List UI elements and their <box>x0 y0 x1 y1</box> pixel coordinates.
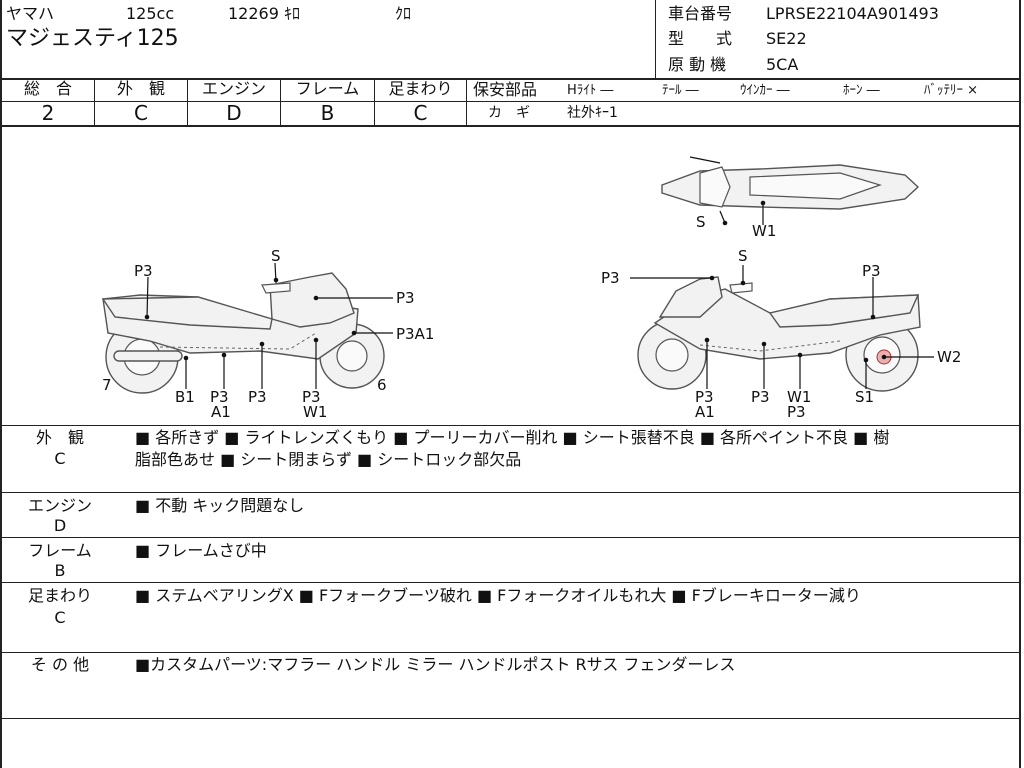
maker: ヤマハ <box>6 4 55 23</box>
remark-exterior-line2: 脂部色あせ ■ シート閉まらず ■ シートロック部欠品 <box>135 450 522 469</box>
remark-exterior-grade: C <box>54 449 66 468</box>
type-label: 型 式 <box>668 29 733 48</box>
diag-right-w2: W2 <box>937 348 961 366</box>
border-right <box>1019 0 1021 768</box>
diag-right-w1: W1 <box>787 388 811 406</box>
grade-exterior-label: 外 観 <box>116 79 165 98</box>
safety-label: 保安部品 <box>473 80 538 99</box>
line-remark-1 <box>0 492 1021 493</box>
line-remark-4 <box>0 652 1021 653</box>
remark-exterior-label: 外 観 <box>35 428 84 447</box>
col-div-2 <box>187 78 188 126</box>
safety-headlight: Hﾗｲﾄ ― <box>567 83 614 98</box>
grade-total-value: 2 <box>41 101 55 125</box>
line-diagram-bottom <box>0 425 1021 426</box>
diag-right-p3-a: P3 <box>695 388 714 406</box>
diag-right-p3-rear: P3 <box>862 262 881 280</box>
mileage: 12269 ｷﾛ <box>228 4 300 23</box>
remark-frame-grade: B <box>54 561 66 580</box>
col-div-4 <box>374 78 375 126</box>
color: ｸﾛ <box>395 4 412 23</box>
remark-engine-line1: ■ 不動 キック問題なし <box>135 496 305 515</box>
diag-left-p3a1: P3A1 <box>396 325 434 343</box>
line-header-divider <box>655 0 656 80</box>
engine-type-label: 原 動 機 <box>668 55 727 74</box>
diag-left-p3-b: P3 <box>248 388 267 406</box>
remark-engine-grade: D <box>53 516 67 535</box>
line-remark-3 <box>0 582 1021 583</box>
diag-right-a1: A1 <box>695 403 715 421</box>
key-value: 社外ｷｰ1 <box>567 105 618 121</box>
remark-frame-label: フレーム <box>28 541 92 560</box>
key-label: カ ギ <box>488 105 530 121</box>
diag-left-b1: B1 <box>175 388 195 406</box>
diag-left-p3-rear: P3 <box>134 262 153 280</box>
line-grades-mid <box>0 101 1021 102</box>
grade-frame-value: B <box>320 101 335 125</box>
displacement: 125cc <box>126 4 175 23</box>
grade-engine-value: D <box>226 101 242 125</box>
grade-suspension-label: 足まわり <box>388 79 453 98</box>
col-div-1 <box>94 78 95 126</box>
remark-other-line1: ■カスタムパーツ:マフラー ハンドル ミラー ハンドルポスト Rサス フェンダー… <box>135 655 736 674</box>
diag-top-w1: W1 <box>752 222 776 240</box>
diag-left-7: 7 <box>102 376 112 394</box>
diag-right-p3-c: P3 <box>787 403 806 421</box>
diag-left-6: 6 <box>377 376 387 394</box>
safety-winker: ｳｲﾝｶｰ ― <box>740 83 790 98</box>
diag-right-s1: S1 <box>855 388 874 406</box>
grade-total-label: 総 合 <box>23 79 72 98</box>
col-div-5 <box>466 78 467 126</box>
safety-battery: ﾊﾞｯﾃﾘｰ × <box>924 83 979 98</box>
remark-exterior-line1: ■ 各所きず ■ ライトレンズくもり ■ プーリーカバー削れ ■ シート張替不良… <box>135 428 890 447</box>
diag-left-p3-c: P3 <box>302 388 321 406</box>
grade-exterior-value: C <box>134 101 148 125</box>
model-name: マジェスティ125 <box>6 26 179 51</box>
grade-engine-label: エンジン <box>201 79 266 98</box>
diag-right-p3-b: P3 <box>751 388 770 406</box>
engine-type-value: 5CA <box>766 55 799 74</box>
damage-diagram: S P3 P3 P3A1 7 B1 P3 A1 P3 P3 W1 6 S W1 … <box>101 156 961 421</box>
scooter-right-view <box>637 265 921 392</box>
type-value: SE22 <box>766 29 807 48</box>
remark-suspension-line1: ■ ステムベアリングX ■ Fフォークブーツ破れ ■ Fフォークオイルもれ大 ■… <box>135 586 861 605</box>
diag-left-w1: W1 <box>303 403 327 421</box>
diag-left-a1: A1 <box>211 403 231 421</box>
line-remark-5 <box>0 718 1021 719</box>
remark-other-label: そ の 他 <box>30 655 90 674</box>
remark-frame-line1: ■ フレームさび中 <box>135 541 267 560</box>
diag-right-p3-front: P3 <box>601 269 620 287</box>
remark-suspension-label: 足まわり <box>27 586 92 605</box>
remark-engine-label: エンジン <box>27 496 92 515</box>
safety-tail: ﾃｰﾙ ― <box>662 83 699 98</box>
scooter-left-view <box>101 262 385 394</box>
remark-suspension-grade: C <box>54 608 66 627</box>
grade-frame-label: フレーム <box>295 79 360 98</box>
frame-no-label: 車台番号 <box>668 4 733 23</box>
frame-no: LPRSE22104A901493 <box>766 4 939 23</box>
scooter-top-view <box>661 156 920 224</box>
diag-top-s: S <box>696 213 706 231</box>
diag-left-p3-front: P3 <box>396 289 415 307</box>
diag-right-s: S <box>738 247 748 265</box>
grade-suspension-value: C <box>413 101 428 125</box>
diag-left-s: S <box>271 247 281 265</box>
col-div-3 <box>280 78 281 126</box>
line-header-bottom <box>0 78 1021 80</box>
border-left <box>0 0 2 768</box>
safety-horn: ﾎｰﾝ ― <box>843 83 880 98</box>
line-grades-bottom <box>0 125 1021 127</box>
diag-left-p3-a: P3 <box>210 388 229 406</box>
line-remark-2 <box>0 537 1021 538</box>
